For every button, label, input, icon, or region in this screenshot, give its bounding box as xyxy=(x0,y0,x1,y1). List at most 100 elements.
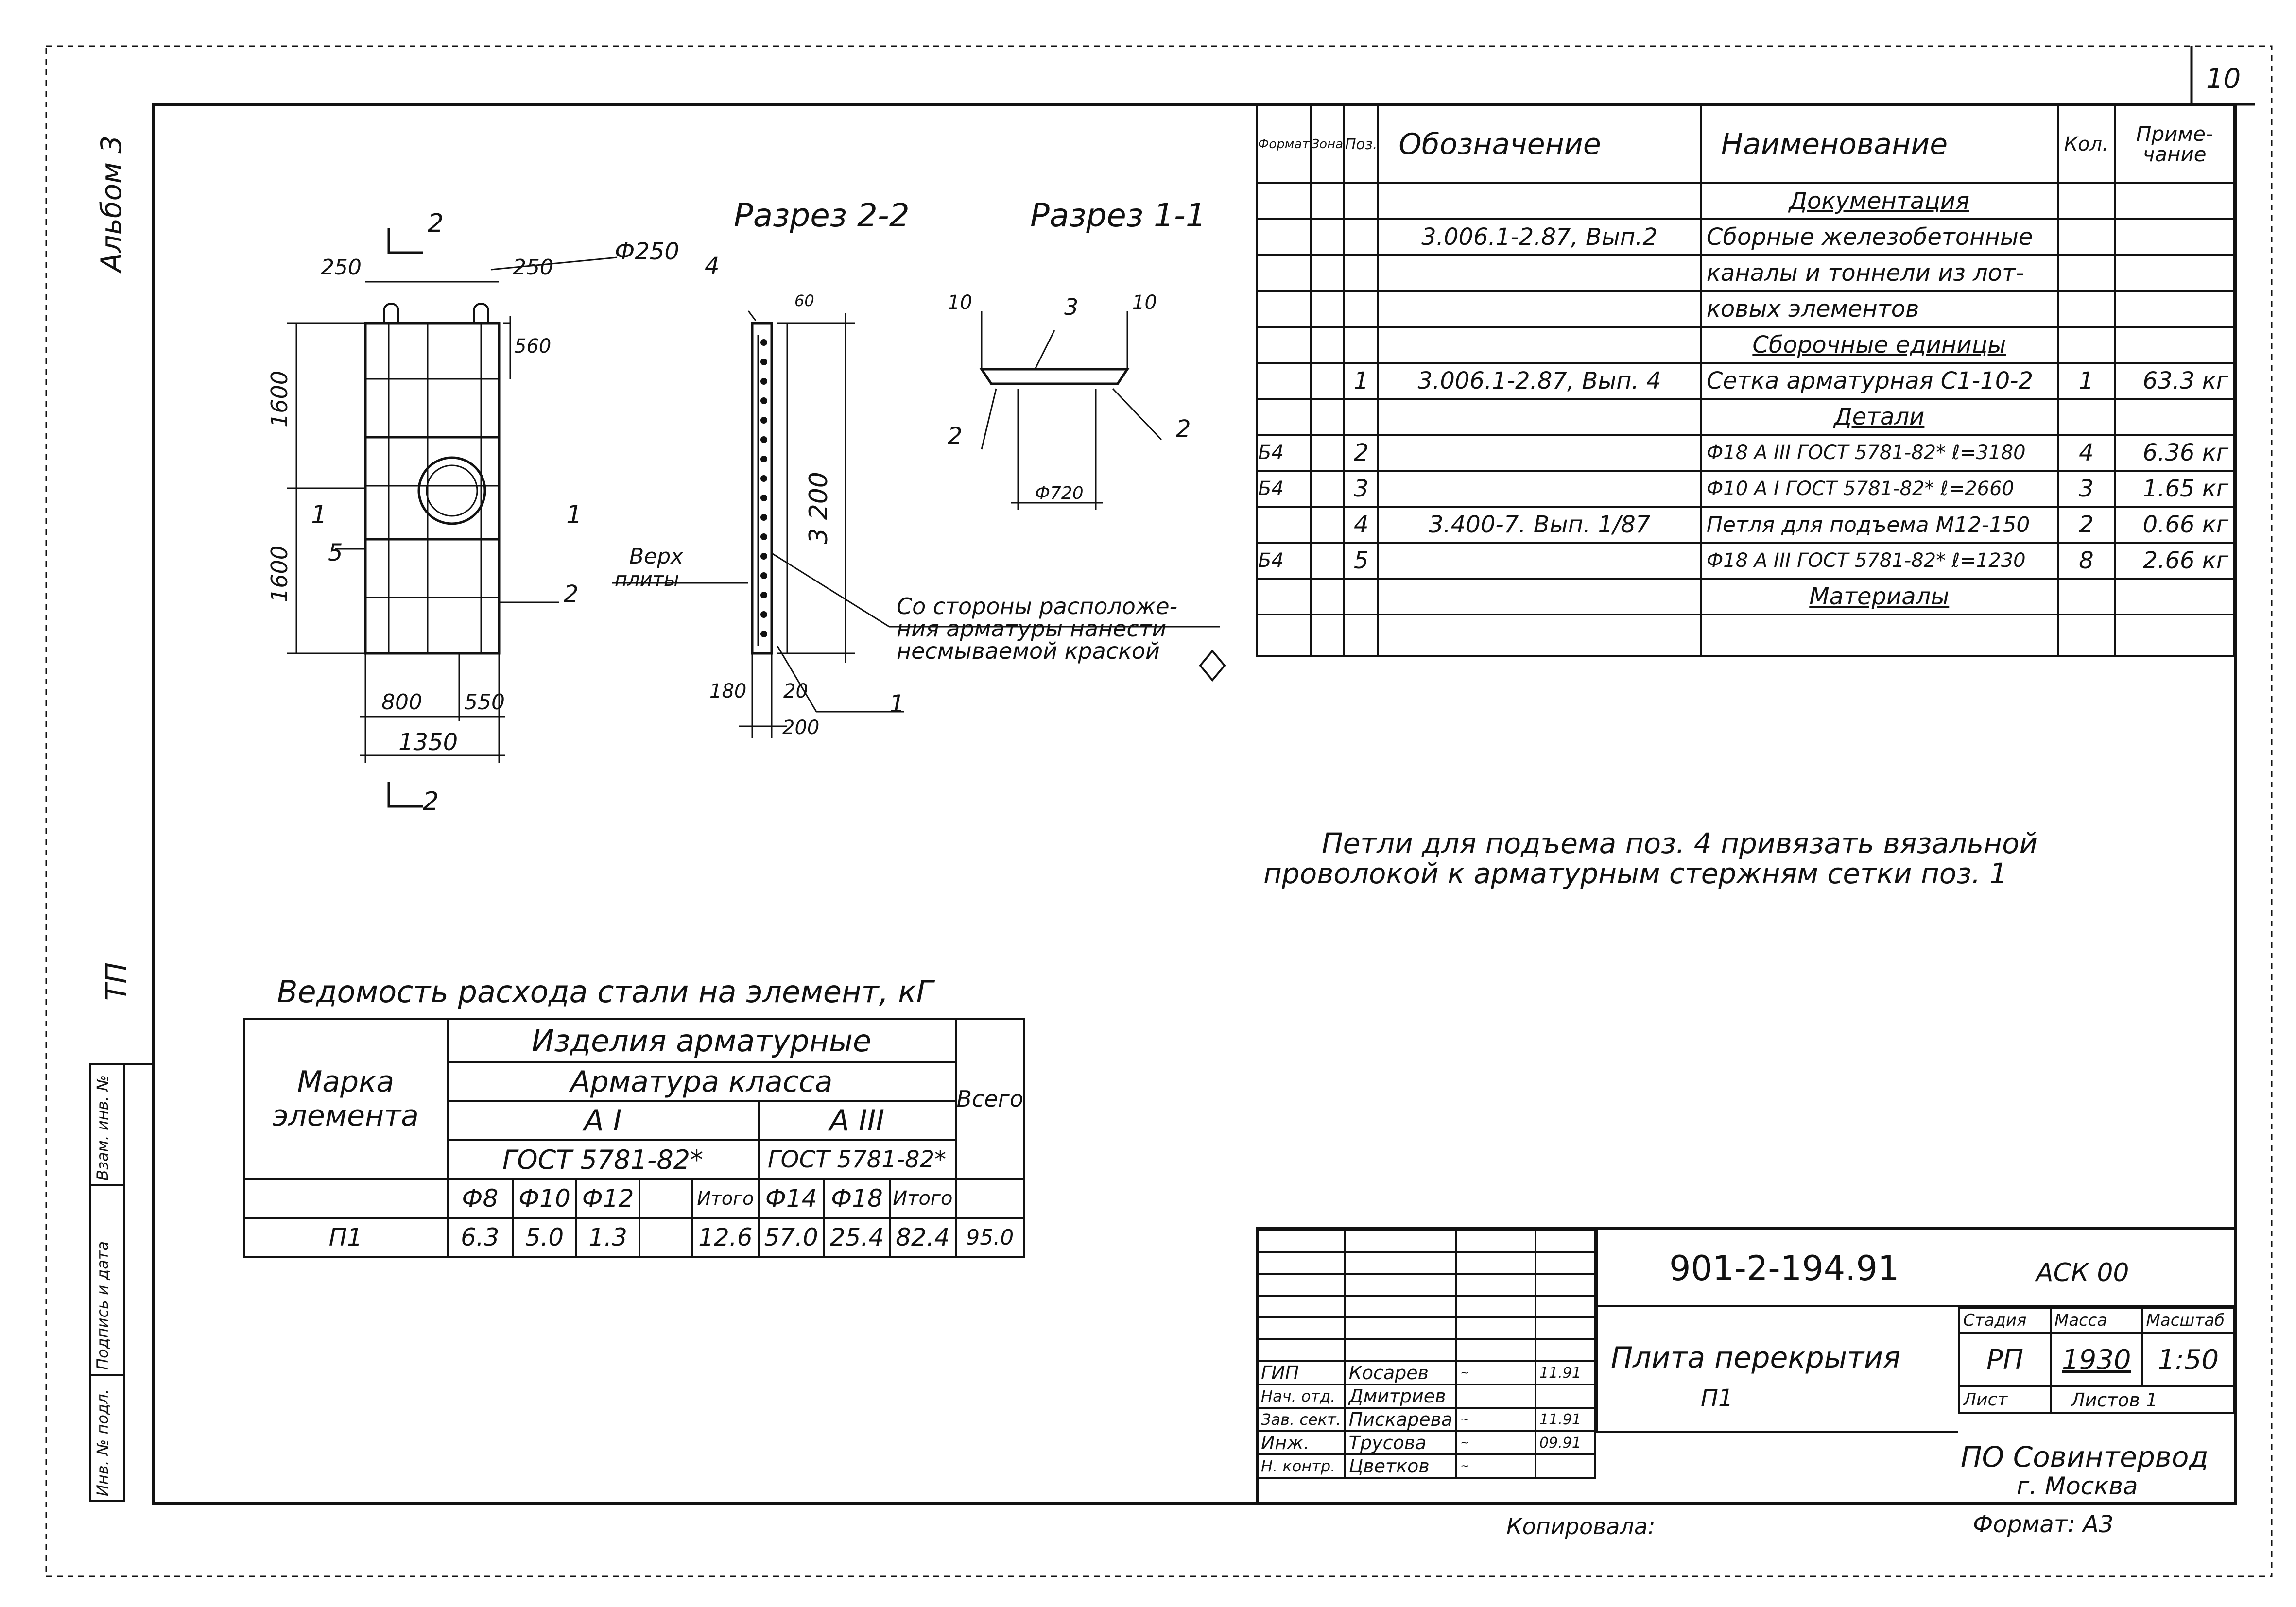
spec-cell-format xyxy=(1256,218,1312,256)
steel-row-mark: П1 xyxy=(243,1217,449,1258)
spec-cell-note: 2.66 кг xyxy=(2114,542,2235,580)
spec-header-qty: Кол. xyxy=(2056,104,2116,184)
spec-cell-note xyxy=(2114,290,2235,328)
steel-gost-a1: ГОСТ 5781-82* xyxy=(446,1139,760,1180)
steel-col-header: Ф14 xyxy=(757,1178,825,1219)
s11-pos-2-left: 2 xyxy=(948,423,963,450)
dim-550: 550 xyxy=(464,690,505,715)
spec-header-name: Наименование xyxy=(1699,104,2059,184)
dim-560: 560 xyxy=(514,335,552,358)
side-stamp-inv: Инв. № подл. xyxy=(93,1389,112,1496)
spec-cell-note: 0.66 кг xyxy=(2114,506,2235,544)
spec-cell-pos: 2 xyxy=(1343,434,1380,472)
spec-cell-note xyxy=(2114,218,2235,256)
section-2-2 xyxy=(612,310,1220,738)
tp-label: ТП xyxy=(100,962,133,1001)
paint-note: Со стороны расположе- ния арматуры нанес… xyxy=(897,595,1177,662)
spec-header-row: Формат Зона Поз. Обозначение Наименовани… xyxy=(1256,104,2235,184)
organization: ПО Совинтервод xyxy=(1961,1440,2209,1473)
spec-header-zone: Зона xyxy=(1309,104,1346,184)
s22-dim-3200: 3 200 xyxy=(804,472,833,544)
spec-cell-name: Сетка арматурная С1-10-2 xyxy=(1699,362,2059,400)
spec-row: Документация xyxy=(1256,182,2235,220)
steel-row-value: 1.3 xyxy=(575,1217,641,1258)
spec-section-title: Детали xyxy=(1699,398,2059,436)
spec-cell-name: Сборные железобетонные xyxy=(1699,218,2059,256)
staff-role: Н. контр. xyxy=(1256,1453,1346,1479)
staff-role: ГИП xyxy=(1256,1360,1346,1385)
main-frame xyxy=(152,103,2237,1505)
plan-pos-5: 5 xyxy=(328,539,343,566)
dim-1600-bottom: 1600 xyxy=(266,545,293,602)
spec-cell-qty: 8 xyxy=(2056,542,2116,580)
steel-col-header: Ф12 xyxy=(575,1178,641,1219)
staff-date: 11.91 xyxy=(1535,1407,1596,1432)
copied-by: Копировала: xyxy=(1506,1513,1656,1539)
s22-dim-200: 200 xyxy=(782,717,820,739)
top-of-slab-label-1: Верх xyxy=(629,544,684,569)
spec-cell-qty xyxy=(2056,326,2116,364)
loops-note-line-2: проволокой к арматурным стержням сетки п… xyxy=(1263,857,2008,890)
spec-section-title: Документация xyxy=(1699,182,2059,220)
side-stamp-replace: Взам. инв. № xyxy=(93,1075,112,1180)
steel-row-total: 95.0 xyxy=(954,1217,1025,1258)
spec-cell-designation: 3.006.1-2.87, Вып. 4 xyxy=(1377,362,1702,400)
dim-1350: 1350 xyxy=(398,729,458,756)
dim-250-left: 250 xyxy=(321,255,362,280)
staff-row: Зав. сект.Пискарева~11.91 xyxy=(1256,1407,1596,1432)
spec-cell-format: Б4 xyxy=(1256,542,1312,580)
staff-name: Дмитриев xyxy=(1344,1384,1458,1409)
spec-row: каналы и тоннели из лот- xyxy=(1256,254,2235,292)
dim-phi250: Ф250 xyxy=(615,238,679,265)
section-mark-2-top: 2 xyxy=(428,209,444,238)
dim-1600-top: 1600 xyxy=(266,370,293,427)
mass-value: 1930 xyxy=(2050,1332,2143,1387)
steel-row-value: 6.3 xyxy=(446,1217,514,1258)
steel-table: Марка элемента Изделия арматурные Всего … xyxy=(243,1018,1025,1258)
spec-cell-format xyxy=(1256,254,1312,292)
loops-note-line-1: Петли для подъема поз. 4 привязать вязал… xyxy=(1322,827,2038,860)
spec-cell-pos xyxy=(1343,326,1380,364)
steel-gost-a3: ГОСТ 5781-82* xyxy=(757,1139,957,1180)
staff-role: Нач. отд. xyxy=(1256,1384,1346,1409)
spec-cell-qty xyxy=(2056,182,2116,220)
spec-cell-pos: 3 xyxy=(1343,470,1380,508)
s22-dim-60: 60 xyxy=(794,291,814,310)
staff-name: Пискарева xyxy=(1344,1407,1458,1432)
staff-date xyxy=(1535,1453,1596,1479)
sheet-format: Формат: А3 xyxy=(1973,1511,2114,1538)
spec-cell-note: 6.36 кг xyxy=(2114,434,2235,472)
steel-col-header xyxy=(639,1178,694,1219)
section-mark-1-left: 1 xyxy=(311,500,328,530)
paint-note-line-3: несмываемой краской xyxy=(897,638,1160,664)
steel-col-header: Ф18 xyxy=(823,1178,891,1219)
spec-cell-qty xyxy=(2056,398,2116,436)
steel-class-a1: А I xyxy=(446,1100,760,1141)
spec-section-title: Материалы xyxy=(1699,578,2059,615)
s22-dim-180: 180 xyxy=(709,680,747,702)
steel-table-title: Ведомость расхода стали на элемент, кГ xyxy=(277,974,933,1009)
spec-cell-note: 1.65 кг xyxy=(2114,470,2235,508)
steel-data-row: П1 6.3 5.0 1.3 12.6 57.0 25.4 82.4 95.0 xyxy=(243,1217,1025,1258)
diamond-icon xyxy=(1199,649,1226,682)
loops-note: Петли для подъема поз. 4 привязать вязал… xyxy=(1263,828,2037,889)
spec-cell-note: 63.3 кг xyxy=(2114,362,2235,400)
spec-cell-note xyxy=(2114,578,2235,615)
s11-dim-10-left: 10 xyxy=(948,291,972,314)
side-stamp-box xyxy=(89,1063,125,1502)
spec-cell-designation xyxy=(1377,578,1702,615)
scale-header: Масштаб xyxy=(2141,1307,2236,1334)
staff-date: 11.91 xyxy=(1535,1360,1596,1385)
spec-cell-format xyxy=(1256,326,1312,364)
spec-cell-designation: 3.400-7. Вып. 1/87 xyxy=(1377,506,1702,544)
spec-cell-pos xyxy=(1343,182,1380,220)
trim-frame xyxy=(45,45,2273,1577)
spec-row: Материалы xyxy=(1256,578,2235,615)
album-label: Альбом 3 xyxy=(95,135,128,272)
spec-cell-note xyxy=(2114,254,2235,292)
spec-cell-format: Б4 xyxy=(1256,470,1312,508)
